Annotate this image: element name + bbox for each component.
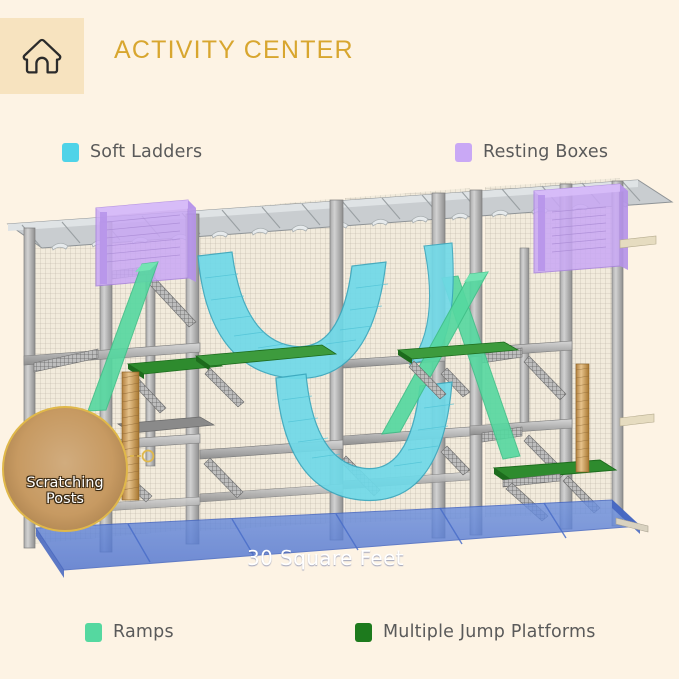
jump-platform-center-right — [396, 341, 520, 364]
legend-swatch-resting-boxes — [455, 142, 472, 162]
legend-swatch-soft-ladders — [62, 142, 79, 162]
legend-swatch-ramps — [85, 622, 102, 642]
legend-label-soft-ladders: Soft Ladders — [90, 142, 203, 162]
legend-swatch-jump-platforms — [355, 622, 372, 642]
legend-label-resting-boxes: Resting Boxes — [483, 142, 609, 162]
callout-circle: Scratching Posts — [2, 406, 128, 532]
legend-item-jump-platforms: Multiple Jump Platforms — [355, 622, 596, 642]
ramp-left — [87, 261, 159, 412]
legend-item-resting-boxes: Resting Boxes — [455, 142, 608, 162]
scratching-post-column-right — [575, 363, 590, 473]
header: ACTIVITY CENTER — [0, 18, 679, 94]
jump-platform-center-left — [194, 344, 338, 371]
callout-shading — [4, 408, 126, 530]
catio-illustration — [0, 178, 679, 608]
legend-label-jump-platforms: Multiple Jump Platforms — [383, 622, 596, 642]
resting-box-left — [95, 199, 196, 287]
soft-ladder-lower-center — [275, 373, 455, 502]
legend-item-soft-ladders: Soft Ladders — [62, 142, 202, 162]
resting-box-right — [533, 183, 628, 274]
floor-area-label: 30 Square Feet — [247, 546, 405, 570]
scratching-posts-callout: Scratching Posts — [2, 406, 128, 532]
home-icon — [22, 38, 62, 74]
legend-label-ramps: Ramps — [113, 622, 174, 642]
header-icon-box — [0, 18, 84, 94]
catio-drawing — [6, 178, 674, 578]
base-feet — [615, 235, 657, 533]
legend-item-ramps: Ramps — [85, 622, 174, 642]
page-title: ACTIVITY CENTER — [114, 36, 354, 64]
